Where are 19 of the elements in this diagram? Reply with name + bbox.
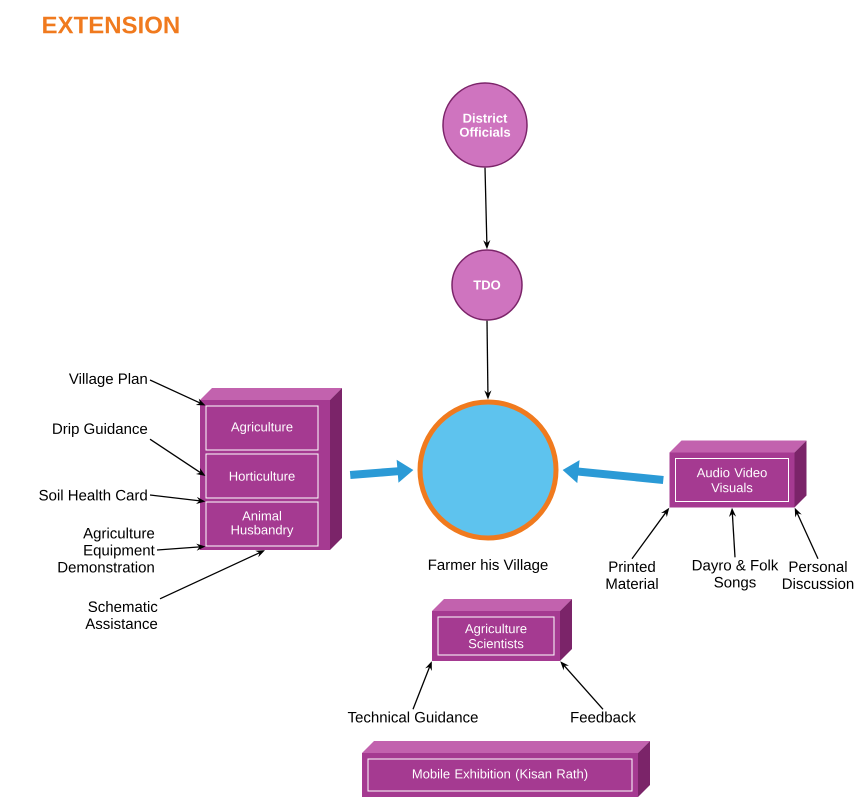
label: Printed Material <box>606 561 658 589</box>
title: EXTENSION <box>43 16 179 34</box>
label: Schematic Assistance <box>85 601 158 629</box>
box: Agriculture Scientists <box>432 599 572 661</box>
label: Technical Guidance <box>348 712 478 722</box>
box: Animal Husbandry <box>206 502 318 546</box>
box: Agriculture <box>206 406 318 450</box>
box: Horticulture <box>206 454 318 498</box>
label: Soil Health Card <box>39 490 147 500</box>
circle <box>418 400 558 540</box>
label: Feedback <box>571 712 636 722</box>
label: Personal Discussion <box>782 561 854 589</box>
label: Drip Guidance <box>53 423 148 437</box>
label: Dayro & Folk Songs <box>692 560 778 590</box>
box: Audio Video Visuals <box>670 440 806 508</box>
box: Mobile Exhibition (Kisan Rath) <box>362 741 650 797</box>
label: Agriculture Equipment Demonstration <box>58 528 155 572</box>
label: Village Plan <box>68 373 147 387</box>
node-label: Farmer his Village <box>428 559 548 573</box>
